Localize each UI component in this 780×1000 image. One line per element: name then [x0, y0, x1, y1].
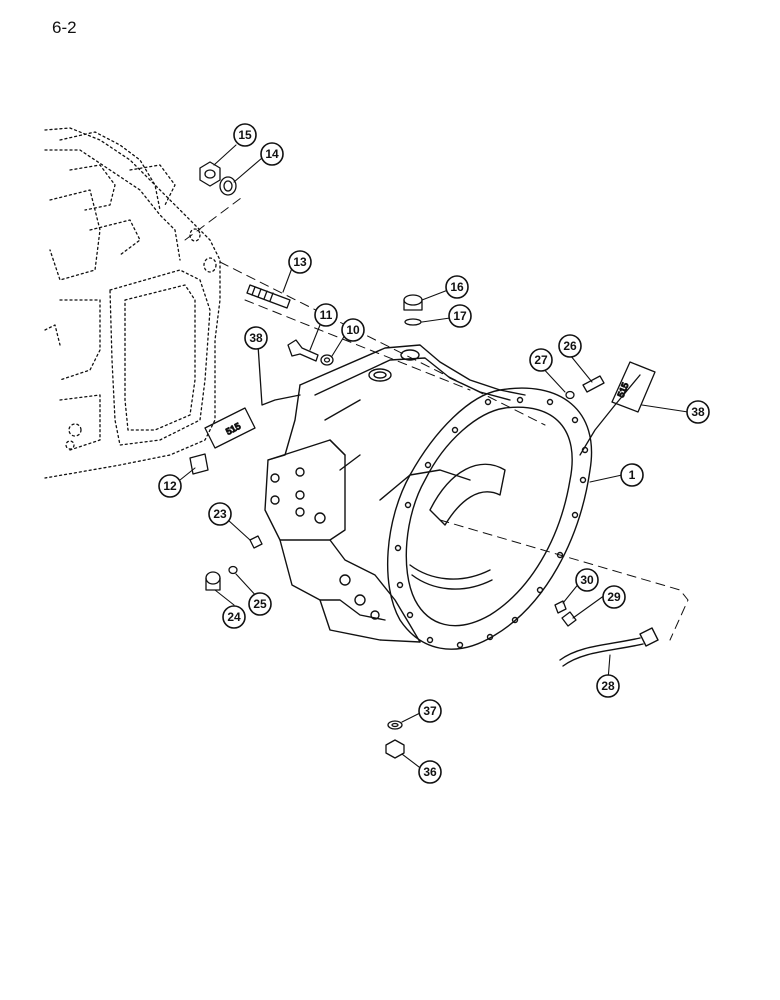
callout-38-right: 38 [686, 400, 710, 424]
tube-label-left: 515 [224, 421, 242, 437]
svg-text:28: 28 [601, 679, 615, 693]
sleeve-12 [189, 453, 209, 475]
svg-text:27: 27 [534, 353, 548, 367]
callout-38-left: 38 [244, 326, 268, 350]
svg-text:10: 10 [346, 323, 360, 337]
callout-16: 16 [445, 275, 469, 299]
washer-14 [219, 176, 237, 196]
callout-15: 15 [233, 123, 257, 147]
plug-23 [249, 535, 263, 549]
callout-17: 17 [448, 304, 472, 328]
svg-text:29: 29 [607, 590, 621, 604]
svg-text:26: 26 [563, 339, 577, 353]
callout-28: 28 [596, 674, 620, 698]
page-number: 6-2 [52, 18, 77, 37]
callout-36: 36 [418, 760, 442, 784]
pipe-28 [559, 627, 659, 667]
svg-text:12: 12 [163, 479, 177, 493]
plug-24 [205, 571, 221, 591]
assembly-centerlines [184, 194, 689, 641]
svg-text:13: 13 [293, 255, 307, 269]
o-ring-17 [404, 318, 422, 326]
ghost-transmission-housing [44, 127, 221, 479]
svg-text:11: 11 [320, 308, 333, 322]
svg-text:37: 37 [423, 704, 437, 718]
tube-38-left: 515 [204, 344, 301, 449]
callout-14: 14 [260, 142, 284, 166]
tube-38-right: 515 [579, 361, 656, 456]
washer-10 [320, 354, 334, 366]
callout-29: 29 [602, 585, 626, 609]
bolt-11 [287, 339, 319, 362]
leader-lines [179, 144, 689, 771]
svg-text:30: 30 [580, 573, 594, 587]
plug-16 [403, 294, 423, 311]
callout-24: 24 [222, 605, 246, 629]
o-ring-27 [565, 390, 575, 400]
svg-text:38: 38 [249, 331, 263, 345]
nut-15 [199, 161, 221, 187]
svg-text:14: 14 [265, 147, 279, 161]
svg-text:1: 1 [629, 468, 636, 482]
callout-27: 27 [529, 348, 553, 372]
callout-10: 10 [341, 318, 365, 342]
svg-text:36: 36 [423, 765, 437, 779]
o-ring-25 [228, 565, 238, 575]
svg-text:25: 25 [253, 597, 267, 611]
svg-text:38: 38 [691, 405, 705, 419]
svg-text:15: 15 [238, 128, 252, 142]
callout-23: 23 [208, 502, 232, 526]
svg-text:23: 23 [213, 507, 227, 521]
plug-36 [385, 739, 405, 759]
callout-30: 30 [575, 568, 599, 592]
svg-text:17: 17 [453, 309, 467, 323]
fitting-30 [554, 600, 567, 614]
tube-label-right: 515 [616, 381, 631, 399]
callout-37: 37 [418, 699, 442, 723]
callout-25: 25 [248, 592, 272, 616]
callout-balloons: 15 14 13 16 17 11 10 38 [158, 123, 710, 784]
fitting-29 [561, 611, 577, 627]
fitting-26 [582, 375, 605, 393]
svg-text:24: 24 [227, 610, 241, 624]
callout-11: 11 [314, 303, 338, 327]
callout-12: 12 [158, 474, 182, 498]
svg-text:16: 16 [450, 280, 464, 294]
washer-37 [387, 720, 403, 730]
stud-13 [246, 284, 291, 309]
callout-13: 13 [288, 250, 312, 274]
callout-1: 1 [620, 463, 644, 487]
clutch-housing [264, 344, 593, 650]
callout-26: 26 [558, 334, 582, 358]
